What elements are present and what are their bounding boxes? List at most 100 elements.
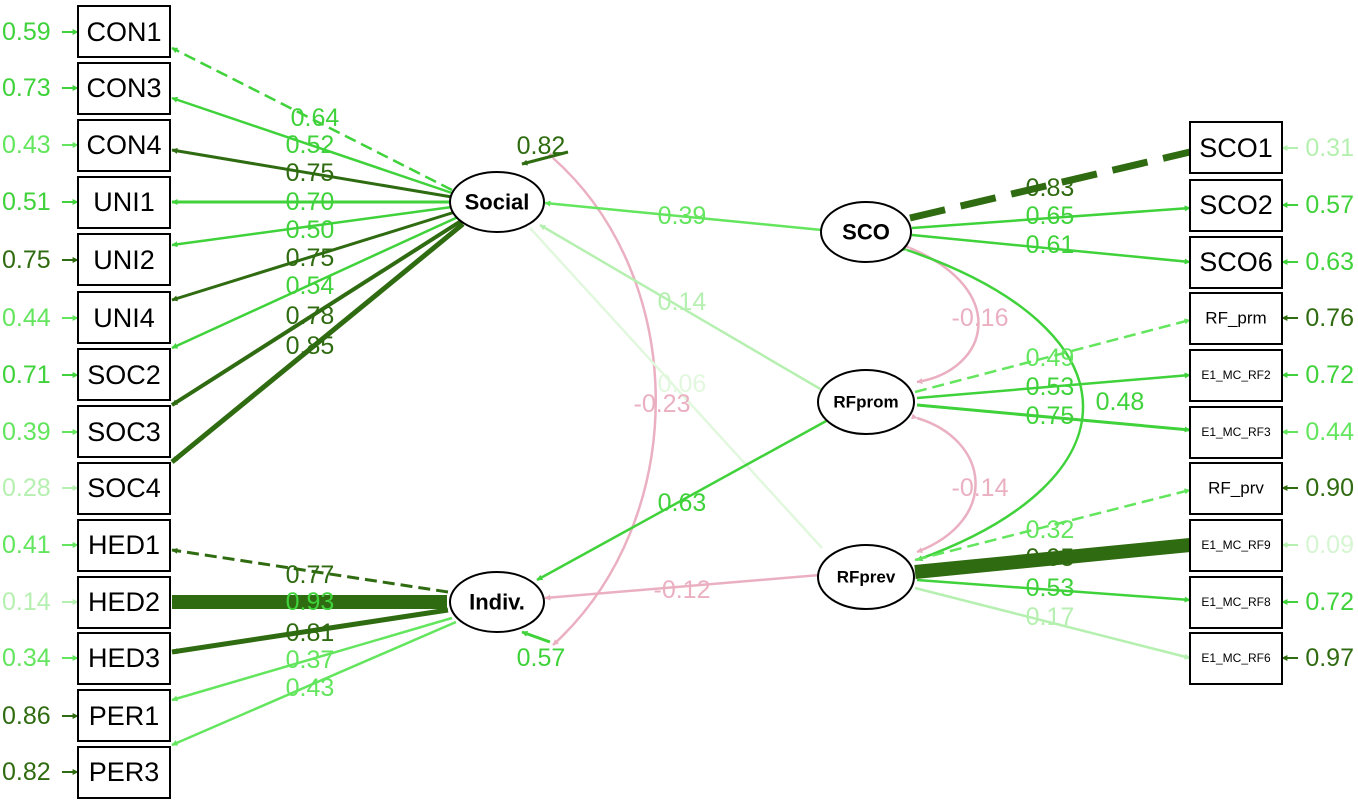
loading-sco-sco1 [909, 148, 1191, 222]
loading-value-soc3: 0.78 [286, 302, 335, 330]
residual-arrow-social [521, 150, 569, 166]
loading-rfprev-e1-mc-rf9 [914, 538, 1191, 579]
residual-value-e1-mc-rf6: 0.97 [1305, 644, 1354, 672]
loading-value-sco2: 0.65 [1026, 202, 1075, 230]
residual-value-sco1: 0.31 [1305, 134, 1354, 162]
indicator-box-soc4 [77, 462, 171, 515]
residual-value-e1-mc-rf3: 0.44 [1305, 418, 1354, 446]
path-value-rfprom-social: 0.14 [658, 288, 707, 316]
indicator-box-e1-mc-rf3 [1189, 406, 1283, 459]
indicator-box-sco2 [1189, 179, 1283, 232]
loading-value-per3: 0.43 [286, 674, 335, 702]
residual-value-uni4: 0.44 [2, 304, 51, 332]
loading-rfprom-rf-prm [914, 318, 1191, 394]
indicator-label-e1-mc-rf8: E1_MC_RF8 [1201, 595, 1271, 609]
path-value-rfprev-social: 0.06 [658, 370, 707, 398]
residual-value-e1-mc-rf8: 0.72 [1305, 588, 1354, 616]
residual-value-hed2: 0.14 [2, 588, 51, 616]
latent-label-indiv: Indiv. [469, 590, 525, 615]
loading-social-con3 [171, 96, 453, 195]
cov-value-sco-rfprev: 0.48 [1096, 388, 1145, 416]
loading-value-sco1: 0.83 [1026, 174, 1075, 202]
residual-value-sco2: 0.57 [1305, 191, 1354, 219]
indicator-label-uni1: UNI1 [93, 187, 155, 217]
indicator-box-hed3 [77, 632, 171, 685]
indicator-box-con4 [77, 119, 171, 172]
path-rfprom-social [539, 223, 823, 392]
loading-indiv-per3 [171, 620, 457, 747]
indicator-label-e1-mc-rf9: E1_MC_RF9 [1201, 538, 1271, 552]
indicator-box-soc2 [77, 348, 171, 401]
cov-sco-rfprev-curve [900, 245, 1085, 562]
indicator-box-per3 [77, 746, 171, 799]
loading-indiv-hed1 [171, 547, 449, 594]
residual-value-social: 0.82 [517, 132, 566, 160]
indicator-label-per1: PER1 [89, 701, 160, 731]
loading-value-e1-mc-rf2: 0.53 [1026, 373, 1075, 401]
latent-ellipse-social [449, 171, 545, 233]
residual-arrow-indiv [521, 630, 551, 644]
cov-value-rfprom-rfprev: -0.14 [952, 474, 1009, 502]
loading-value-con1: 0.64 [291, 104, 340, 132]
indicator-box-rf-prv [1189, 462, 1283, 515]
indicator-label-per3: PER3 [89, 757, 160, 787]
latent-ellipse-rfprom [817, 369, 915, 435]
indicator-box-per1 [77, 689, 171, 742]
residual-value-per1: 0.86 [2, 702, 51, 730]
residual-value-uni2: 0.75 [2, 246, 51, 274]
loading-rfprom-e1-mc-rf2 [916, 372, 1191, 400]
latent-ellipse-sco [820, 201, 912, 263]
indicator-label-con1: CON1 [86, 17, 161, 47]
indicator-box-soc3 [77, 405, 171, 458]
indicator-label-hed2: HED2 [88, 587, 160, 617]
cov-value-social-indiv: -0.23 [634, 390, 691, 418]
indicator-label-rf-prv: RF_prv [1208, 479, 1264, 498]
residual-value-soc4: 0.28 [2, 474, 51, 502]
path-value-sco-social: 0.39 [658, 202, 707, 230]
latent-label-sco: SCO [842, 220, 890, 245]
residual-value-hed1: 0.41 [2, 531, 51, 559]
residual-value-indiv: 0.57 [517, 644, 566, 672]
indicator-box-e1-mc-rf9 [1189, 519, 1283, 572]
loading-value-uni4: 0.75 [286, 244, 335, 272]
loading-rfprev-e1-mc-rf8 [916, 578, 1191, 603]
loading-social-soc3 [170, 219, 463, 407]
indicator-label-sco1: SCO1 [1199, 133, 1273, 163]
indicator-label-hed1: HED1 [88, 530, 160, 560]
indicator-box-sco1 [1189, 121, 1283, 174]
indicator-box-uni1 [77, 176, 171, 229]
indicator-box-hed1 [77, 519, 171, 572]
loading-value-per1: 0.37 [286, 646, 335, 674]
latent-ellipse-rfprev [817, 544, 915, 610]
loading-rfprom-e1-mc-rf3 [916, 403, 1191, 433]
loading-value-con4: 0.75 [286, 159, 335, 187]
loading-sco-sco6 [911, 233, 1191, 265]
indicator-label-e1-mc-rf3: E1_MC_RF3 [1201, 425, 1271, 439]
path-rfprev-indiv [544, 573, 821, 601]
cov-social-indiv-curve [546, 152, 657, 646]
indicator-label-sco2: SCO2 [1199, 190, 1273, 220]
loading-value-soc4: 0.85 [286, 332, 335, 360]
loading-value-con3: 0.52 [286, 131, 335, 159]
loading-rfprev-rf-prv [914, 488, 1191, 562]
loading-value-hed3: 0.81 [286, 619, 335, 647]
loading-value-e1-mc-rf3: 0.75 [1026, 402, 1075, 430]
indicator-label-uni4: UNI4 [93, 303, 155, 333]
cov-value-sco-rfprom: -0.16 [952, 304, 1009, 332]
indicator-label-e1-mc-rf6: E1_MC_RF6 [1201, 651, 1271, 665]
indicator-box-e1-mc-rf2 [1189, 349, 1283, 402]
cov-rfprom-rfprev-curve [910, 413, 977, 554]
indicator-box-sco6 [1189, 236, 1283, 289]
loading-rfprev-e1-mc-rf6 [914, 586, 1191, 660]
loading-social-uni2 [171, 205, 453, 248]
indicator-box-e1-mc-rf8 [1189, 576, 1283, 629]
loading-social-soc2 [171, 215, 459, 350]
residual-value-con1: 0.59 [2, 18, 51, 46]
residual-value-uni1: 0.51 [2, 188, 51, 216]
residual-value-rf-prv: 0.90 [1305, 474, 1354, 502]
indicator-label-e1-mc-rf2: E1_MC_RF2 [1201, 368, 1271, 382]
loading-value-uni1: 0.70 [286, 188, 335, 216]
residual-value-e1-mc-rf9: 0.09 [1305, 531, 1354, 559]
path-value-rfprev-indiv: -0.12 [654, 576, 711, 604]
